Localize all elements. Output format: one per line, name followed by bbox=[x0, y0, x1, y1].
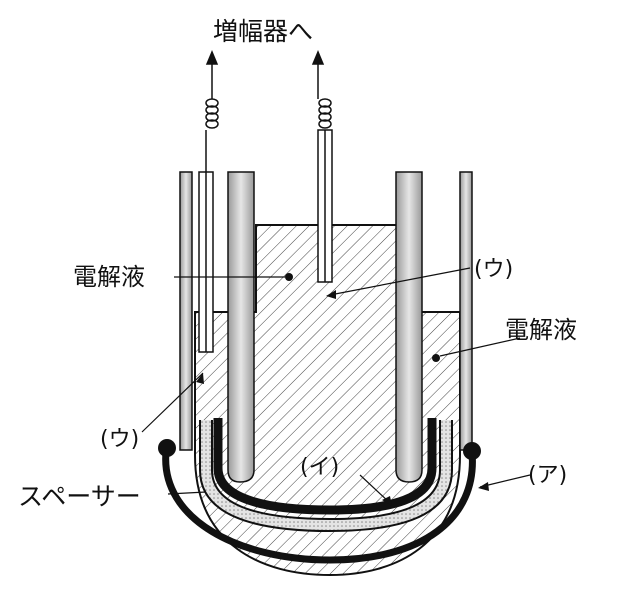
coil-left bbox=[205, 98, 219, 129]
u-label-top: (ウ) bbox=[474, 257, 513, 282]
electrolyte-label-left: 電解液 bbox=[73, 263, 145, 291]
reference-electrode-center bbox=[317, 129, 333, 283]
electrolyte-label-right: 電解液 bbox=[505, 316, 577, 344]
membrane-i bbox=[213, 418, 437, 515]
spacer-layer bbox=[199, 420, 453, 533]
to-amplifier-label: 増幅器へ bbox=[213, 17, 313, 46]
inner-glass-tube bbox=[227, 171, 423, 483]
u-label-left: (ウ) bbox=[100, 427, 139, 452]
leader-lines bbox=[141, 267, 531, 504]
coil-right bbox=[318, 98, 332, 129]
electrolyte-dot-center bbox=[285, 273, 293, 281]
reference-electrode-left bbox=[198, 130, 214, 353]
electrolyte-body bbox=[194, 224, 461, 577]
outer-glass-tube bbox=[179, 171, 473, 451]
a-label: (ア) bbox=[528, 463, 567, 488]
spacer-label: スペーサー bbox=[18, 482, 141, 511]
wire-to-amplifier-right bbox=[311, 50, 325, 99]
leader-arrowheads bbox=[196, 290, 489, 506]
i-label: (イ) bbox=[300, 455, 339, 480]
outer-band-a bbox=[158, 439, 481, 564]
wire-to-amplifier-left bbox=[205, 50, 219, 99]
electrolyte-dot-right bbox=[432, 354, 440, 362]
